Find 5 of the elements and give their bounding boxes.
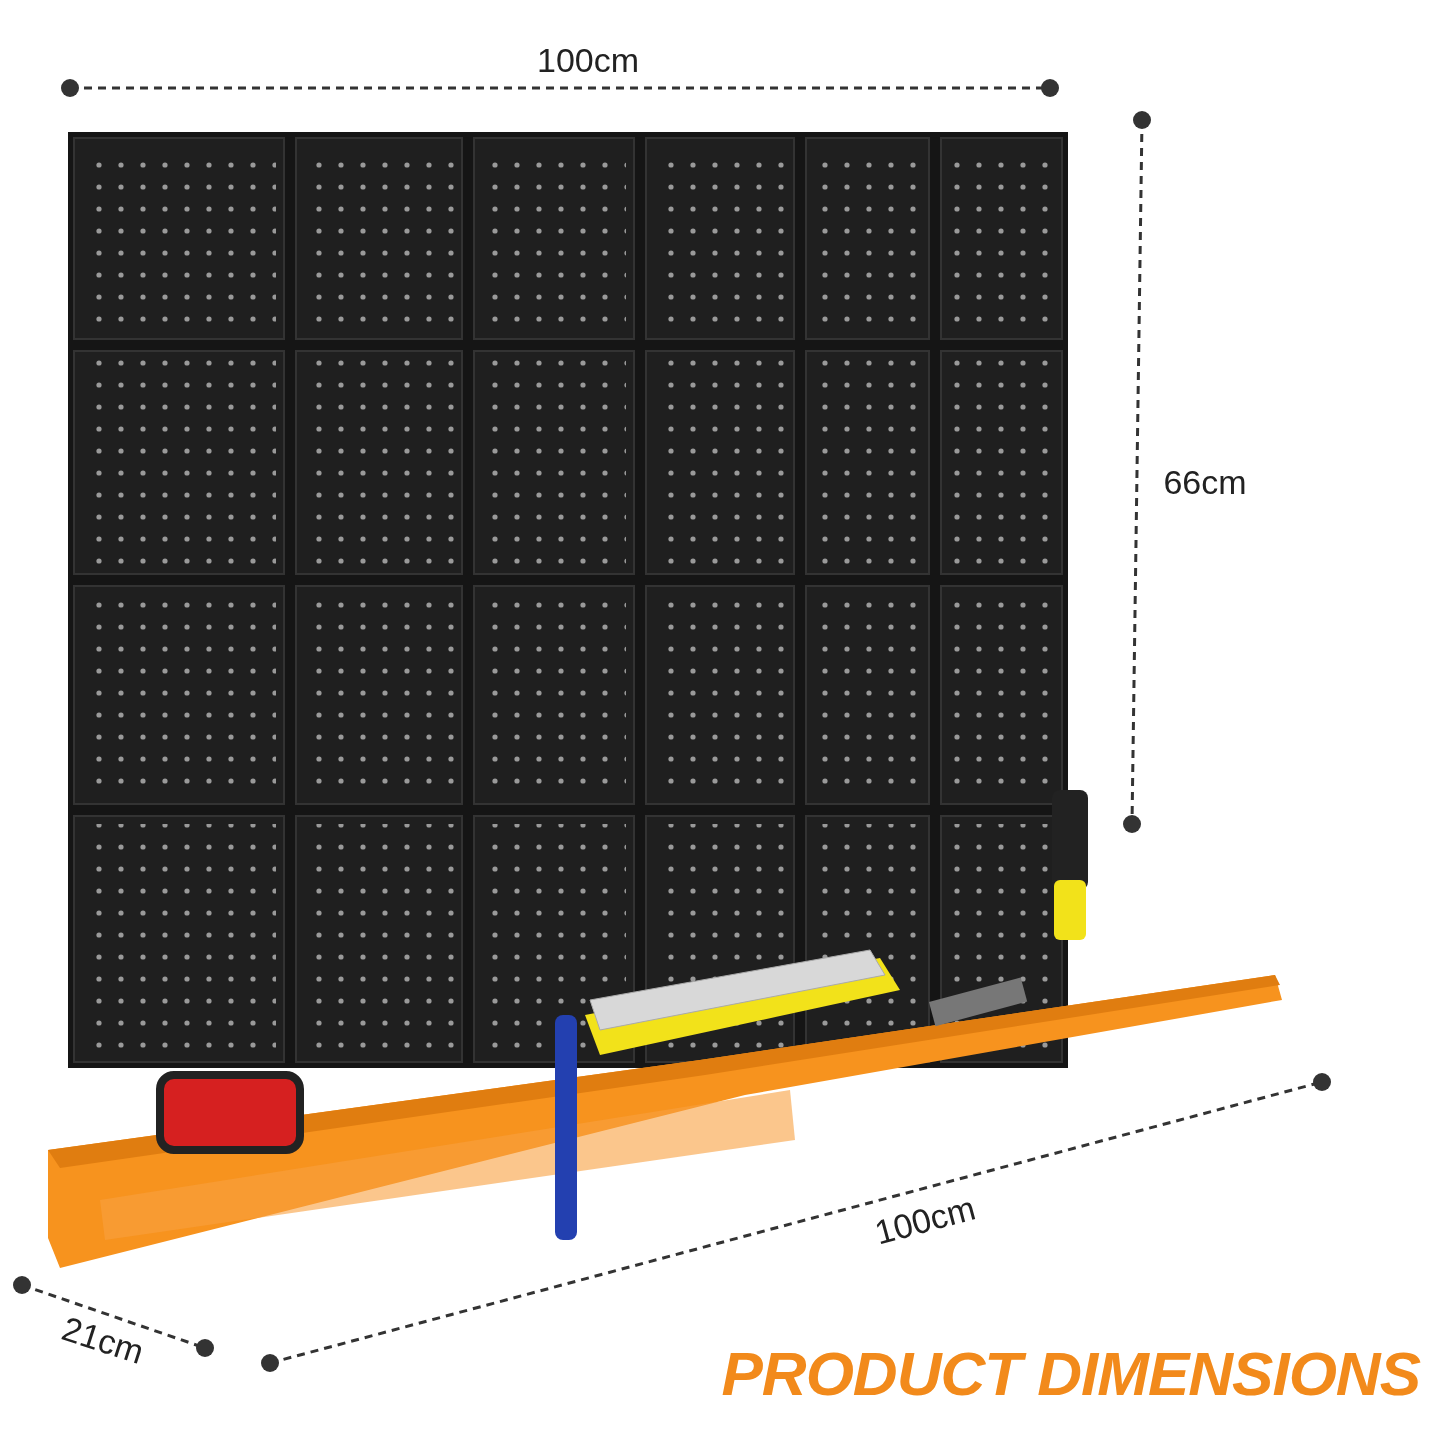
dimension-label: 21cm bbox=[58, 1311, 148, 1369]
dimension-label: 100cm bbox=[871, 1190, 979, 1250]
dimension-label: 100cm bbox=[536, 43, 640, 77]
dimension-label: 66cm bbox=[1163, 465, 1247, 499]
heading: PRODUCT DIMENSIONS bbox=[721, 1343, 1420, 1405]
